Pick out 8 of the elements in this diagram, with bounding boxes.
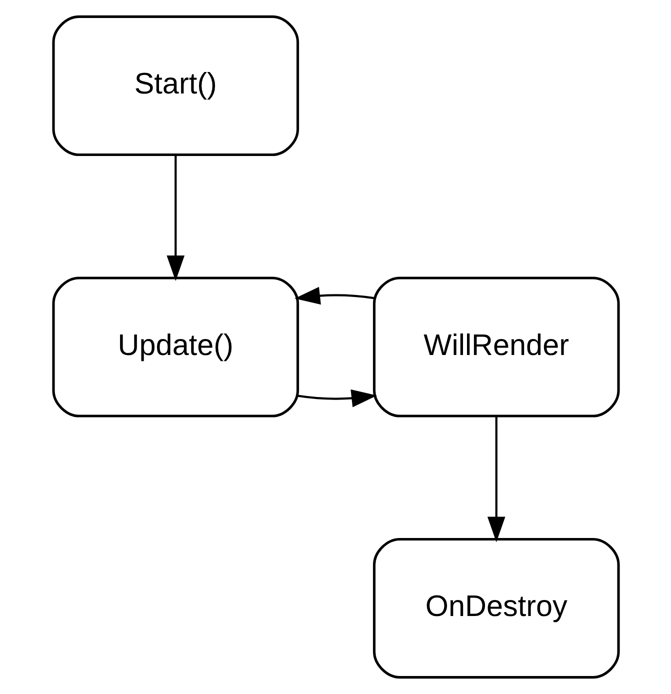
node-box: OnDestroy	[372, 538, 620, 679]
arrow	[297, 389, 376, 408]
node-box: Start()	[52, 15, 299, 156]
node-box: WillRender	[372, 276, 620, 418]
arrow	[294, 286, 374, 305]
node-box: Update()	[52, 276, 299, 418]
arrow	[486, 416, 505, 542]
arrow	[166, 155, 184, 282]
